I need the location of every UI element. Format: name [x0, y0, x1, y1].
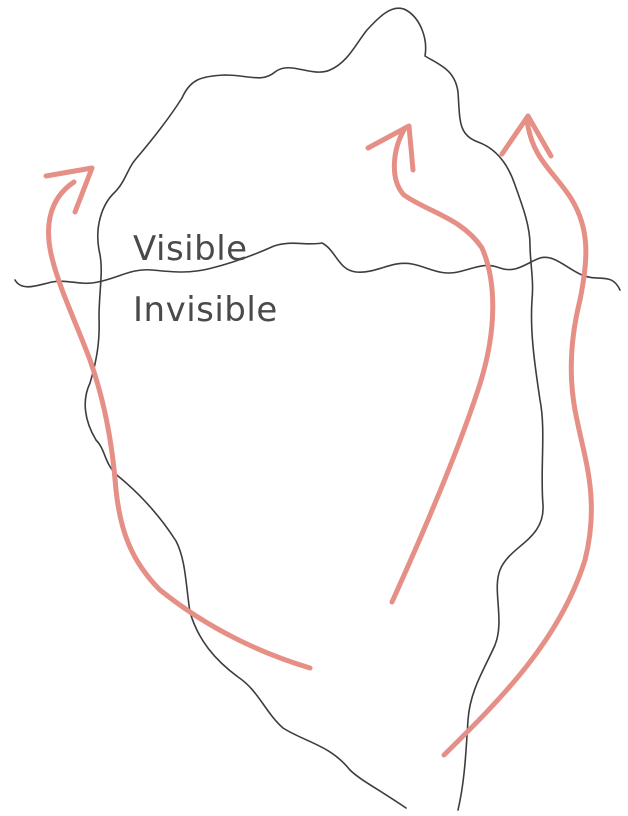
label-invisible: Invisible [133, 290, 278, 330]
waterline [15, 243, 620, 290]
arrow-center [392, 128, 493, 602]
arrow-right-head [502, 116, 551, 156]
iceberg-outline [85, 8, 543, 810]
arrow-center-head [368, 126, 413, 170]
label-visible: Visible [133, 229, 248, 269]
arrow-right [444, 120, 591, 755]
